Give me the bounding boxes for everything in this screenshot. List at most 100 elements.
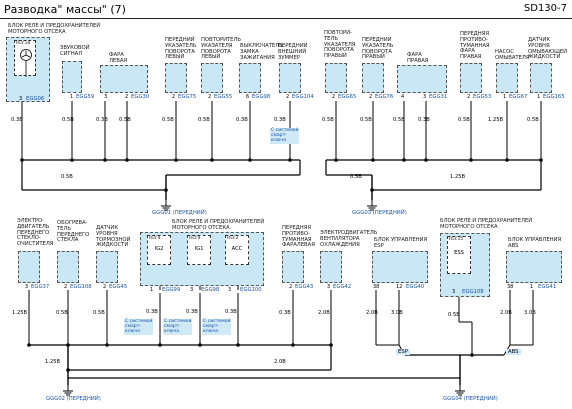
- bottom-comp-2-wire: 0.5B: [93, 310, 105, 316]
- top-trunk-junction: [164, 188, 168, 192]
- abs-wire-b: 3.0B: [524, 310, 536, 316]
- top-comp-12-wire: 0.5B: [527, 117, 539, 123]
- top-trunk-junction-2: [370, 188, 374, 192]
- top-comp-2-wire-a: 0.3B: [96, 117, 108, 123]
- abs-pin-a: 38: [507, 284, 514, 290]
- relay-ig2-wire: 0.3B: [146, 309, 158, 315]
- top-comp-8-wire: 0.5B: [360, 117, 372, 123]
- top-comp-0-wire: 0.3B: [11, 117, 23, 123]
- bottom-trunk-left-wire: 1.25B: [45, 359, 61, 365]
- top-comp-6-box: [279, 63, 301, 93]
- top-comp-5-pin: 6: [246, 94, 250, 100]
- esp-wire-b: 3.0B: [391, 310, 403, 316]
- top-comp-7-egg: EGG65: [338, 94, 357, 100]
- top-comp-7-label: ПОВТОРИ- ТЕЛЬ УКАЗАТЕЛЯ ПОВОРОТА ПРАВЫЙ: [324, 30, 356, 60]
- top-trunk-mid-wire: 0.5B: [350, 174, 362, 180]
- top-comp-0-pin: 3: [19, 96, 23, 102]
- top-comp-9-label: ФАРА ПРАВАЯ: [407, 52, 429, 64]
- relay-ig2-id: RLY.4: [149, 236, 161, 241]
- header-bar: Разводка" массы" (7) SD130-7: [0, 0, 572, 19]
- relay-acc-name: ACC: [231, 246, 243, 252]
- top-comp-0-relay-id: RLY.18: [16, 41, 31, 46]
- top-comp-10-box: [460, 63, 482, 93]
- relay-ig1-egg: EGG98: [201, 287, 220, 293]
- top-comp-4-box: [201, 63, 223, 93]
- top-comp-7-box: [325, 63, 347, 93]
- esp-pin-a: 38: [373, 284, 380, 290]
- bottom-trunk-right-wire: 2.0B: [274, 359, 286, 365]
- bottom-comp-2-box: [96, 251, 118, 283]
- bottom-comp-3-wire: 0.3B: [279, 310, 291, 316]
- ground-icon: [161, 205, 171, 211]
- top-comp-8-label: ПЕРЕДНИЙ УКАЗАТЕЛЬ ПОВОРОТА ПРАВЫЙ: [362, 37, 394, 61]
- diagram-code: SD130-7: [523, 3, 567, 14]
- abs-box: [506, 251, 562, 283]
- bottom-comp-0-label: ЭЛЕКТРО- ДВИГАТЕЛЬ ПЕРЕДНЕГО СТЕКЛО- ОЧИ…: [17, 218, 54, 248]
- top-comp-9-wire-b: 0.3B: [418, 117, 430, 123]
- top-comp-8-pin: 2: [369, 94, 373, 100]
- top-comp-11-box: [496, 63, 518, 93]
- esp-box: [372, 251, 428, 283]
- bottom-comp-1-box: [57, 251, 79, 283]
- top-comp-3-box: [165, 63, 187, 93]
- top-comp-12-box: [530, 63, 552, 93]
- relay-ig1-id: RLY.9: [189, 236, 201, 241]
- ground-ggg01: GGG01 (ПЕРЕДНИЙ): [152, 210, 207, 216]
- relay-acc-pin: 3: [228, 287, 232, 293]
- bottom-comp-4-label: ЭЛЕКТРОДВИГАТЕЛЬ ВЕНТИЛЯТОРА ОХЛАЖДЕНИЯ: [320, 230, 378, 248]
- top-comp-1-label: ЗВУКОВОЙ СИГНАЛ: [60, 45, 90, 57]
- bottom-comp-0-egg: EGG37: [31, 284, 50, 290]
- top-comp-5-wire: 0.3B: [236, 117, 248, 123]
- top-comp-7-pin: 2: [332, 94, 336, 100]
- top-comp-1-egg: EGG59: [76, 94, 95, 100]
- relay-acc-wire: 0.3B: [225, 309, 237, 315]
- top-comp-12-label: ДАТЧИК УРОВНЯ ОМЫВАЮЩЕЙ ЖИДКОСТИ: [528, 37, 568, 61]
- top-comp-0-relay: RLY.18: [14, 40, 36, 77]
- top-comp-4-wire: 0.5B: [198, 117, 210, 123]
- esp-wire-a: 2.0B: [366, 310, 378, 316]
- top-comp-10-egg: EGG53: [473, 94, 492, 100]
- top-comp-4-egg: EGG55: [214, 94, 233, 100]
- bottom-comp-2-egg: EGG45: [109, 284, 128, 290]
- top-comp-6-egg: EGG104: [292, 94, 314, 100]
- top-comp-2-box: [100, 65, 148, 93]
- bottom-smart-key-note-3: С системой смарт- ключа: [202, 319, 232, 335]
- top-comp-9-pin-b: 3: [423, 94, 427, 100]
- ground-ggg02: GGG02 (ПЕРЕДНИЙ): [46, 396, 101, 402]
- top-trunk-left-wire: 0.5B: [61, 174, 73, 180]
- top-comp-6-pin: 2: [286, 94, 290, 100]
- top-comp-10-pin: 2: [467, 94, 471, 100]
- top-comp-5-box: [239, 63, 261, 93]
- relay-ess-id: RLY.15: [449, 237, 464, 242]
- top-comp-5-label: ВЫКЛЮЧАТЕЛЬ ЗАМКА ЗАЖИГАНИЯ: [240, 43, 283, 61]
- top-comp-9-box: [397, 65, 447, 93]
- bottom-comp-4-pin: 3: [327, 284, 331, 290]
- relay-ig1: RLY.9 IG1: [187, 235, 211, 265]
- relay-ess-pin: 3: [452, 289, 456, 295]
- top-comp-11-wire: 1.25B: [488, 117, 504, 123]
- bottom-comp-3-egg: EGG43: [295, 284, 314, 290]
- top-comp-11-pin: 1: [503, 94, 507, 100]
- abs-pin-b: 1: [530, 284, 534, 290]
- relay-ig2-name: IG2: [154, 246, 164, 252]
- relay-ig2: RLY.4 IG2: [147, 235, 171, 265]
- ground-icon: [63, 390, 73, 396]
- bottom-comp-1-egg: EGG108: [70, 284, 92, 290]
- top-comp-12-pin: 1: [537, 94, 541, 100]
- fan-icon: [20, 49, 32, 77]
- top-comp-2-pin-b: 2: [125, 94, 129, 100]
- relay-ig2-pin: 1: [150, 287, 154, 293]
- relay-acc-id: RLY.2: [227, 236, 239, 241]
- top-comp-3-egg: EGG75: [178, 94, 197, 100]
- bottom-smart-key-note-1: С системой смарт- ключа: [124, 319, 154, 335]
- abs-bus-junction: [470, 353, 474, 357]
- top-comp-3-pin: 2: [172, 94, 176, 100]
- top-comp-6-label: ПЕРЕДНИЙ ВНЕШНИЙ ЗУММЕР: [278, 43, 308, 61]
- ground-icon: [367, 205, 377, 211]
- bottom-comp-4-box: [320, 251, 342, 283]
- relay-ig2-egg: EGG99: [162, 287, 181, 293]
- ground-ggg03: GGG03 (ПЕРЕДНИЙ): [352, 210, 407, 216]
- top-comp-2-label: ФАРА ЛЕВАЯ: [109, 52, 128, 64]
- bottom-trunk-junction: [66, 368, 70, 372]
